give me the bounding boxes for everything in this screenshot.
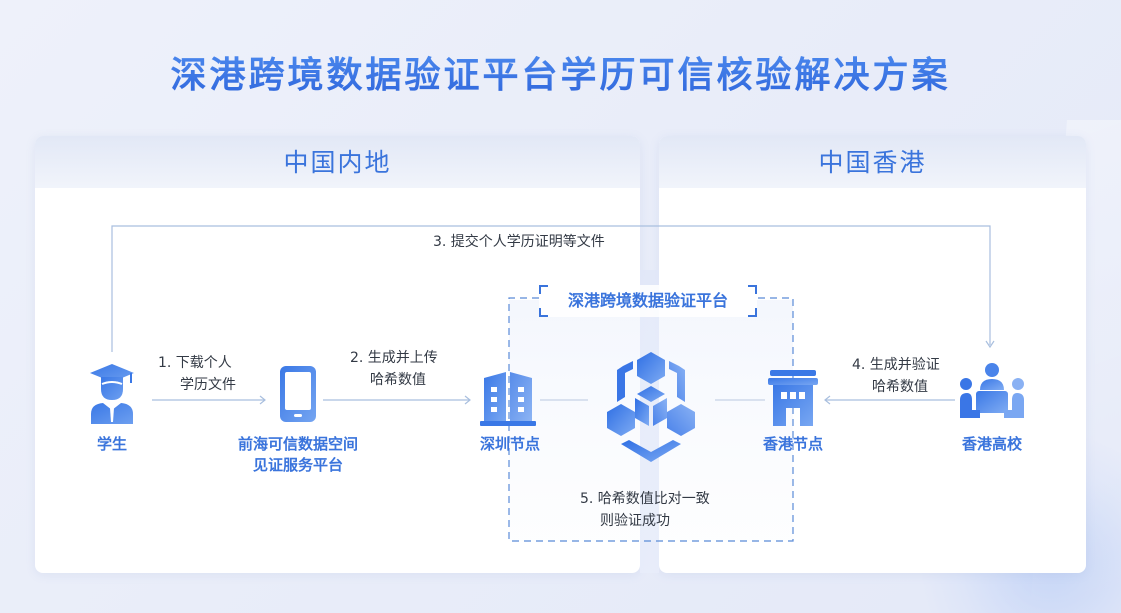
step-1-line1: 1. 下载个人	[158, 355, 232, 371]
step-5-line1: 5. 哈希数值比对一致	[580, 491, 710, 507]
region-panel-mainland: 中国内地	[35, 136, 640, 573]
step-label-5: 5. 哈希数值比对一致 则验证成功	[580, 488, 710, 532]
node-label-qianhai-line1: 前海可信数据空间	[237, 435, 358, 453]
step-label-1: 1. 下载个人 学历文件	[158, 352, 236, 396]
node-label-qianhai-line2: 见证服务平台	[252, 456, 343, 474]
node-label-qianhai-platform: 前海可信数据空间 见证服务平台	[218, 434, 378, 476]
page-title: 深港跨境数据验证平台学历可信核验解决方案	[0, 46, 1121, 98]
platform-label-text: 深港跨境数据验证平台	[567, 291, 728, 310]
node-label-student: 学生	[96, 435, 127, 453]
step-label-2: 2. 生成并上传 哈希数值	[350, 347, 438, 391]
step-label-3: 3. 提交个人学历证明等文件	[433, 234, 605, 250]
platform-label: 深港跨境数据验证平台	[539, 285, 757, 317]
office-building-icon	[480, 370, 536, 426]
blockchain-cube-icon	[593, 352, 709, 466]
meeting-group-icon	[958, 362, 1026, 420]
node-label-shenzhen-node: 深圳节点	[479, 435, 540, 453]
bracket-corner-icon	[539, 308, 548, 317]
region-header-mainland: 中国内地	[35, 136, 640, 188]
smartphone-icon	[279, 365, 317, 423]
region-header-hongkong: 中国香港	[659, 136, 1086, 188]
step-5-line2: 则验证成功	[600, 513, 670, 529]
step-2-line1: 2. 生成并上传	[350, 350, 438, 366]
step-4-line2: 哈希数值	[872, 379, 928, 395]
bracket-corner-icon	[748, 308, 757, 317]
graduate-icon	[88, 362, 136, 424]
node-label-hk-node: 香港节点	[762, 435, 823, 453]
storefront-building-icon	[768, 370, 818, 426]
step-4-line1: 4. 生成并验证	[852, 357, 940, 373]
node-label-hk-university: 香港高校	[961, 435, 1022, 453]
step-1-line2: 学历文件	[180, 377, 236, 393]
bracket-corner-icon	[539, 285, 548, 294]
step-label-4: 4. 生成并验证 哈希数值	[852, 354, 940, 398]
step-2-line2: 哈希数值	[370, 372, 426, 388]
bracket-corner-icon	[748, 285, 757, 294]
